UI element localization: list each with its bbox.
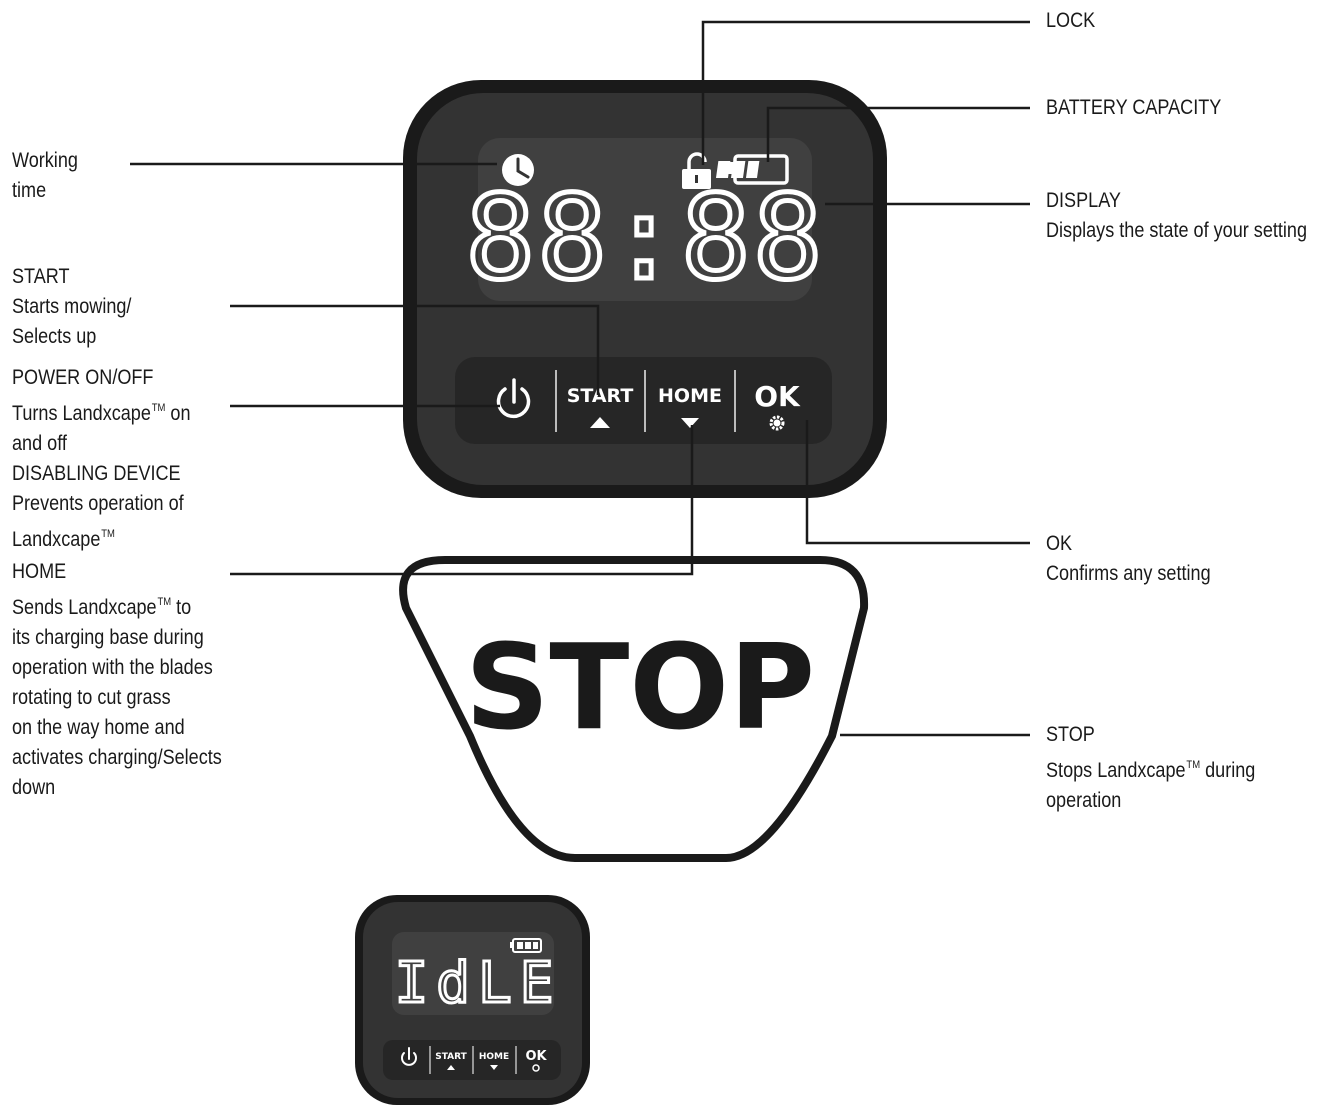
label-ok: OK Confirms any setting <box>1046 532 1211 585</box>
small-start-label: START <box>435 1052 467 1062</box>
stop-button: STOP <box>399 556 869 862</box>
leader-lock <box>701 20 1030 165</box>
label-start: START Starts mowing/ Selects up <box>12 265 132 348</box>
power-icon <box>496 378 531 419</box>
display-digits: 88:88 <box>465 171 824 306</box>
small-panel: IdLE START HOME OK <box>355 895 590 1105</box>
ok-button-label: OK <box>754 380 801 413</box>
leader-home <box>230 425 694 576</box>
small-home-label: HOME <box>479 1052 509 1062</box>
control-panel: 88:88 START HOME OK <box>403 80 887 498</box>
down-arrow-icon <box>681 418 699 428</box>
display-screen <box>478 138 812 301</box>
small-ok-label: OK <box>525 1049 547 1064</box>
label-working-time: Working time <box>12 149 78 202</box>
label-home: HOME Sends LandxcapeTM to its charging b… <box>12 560 222 799</box>
small-down-arrow-icon <box>490 1065 498 1070</box>
small-display-screen <box>392 932 554 1015</box>
home-button-label: HOME <box>658 385 722 407</box>
start-button-label: START <box>567 385 634 407</box>
label-power: POWER ON/OFF Turns LandxcapeTM on and of… <box>12 366 191 551</box>
leader-start <box>230 304 600 395</box>
label-lock: LOCK <box>1046 9 1096 32</box>
battery-icon <box>715 154 789 185</box>
small-gear-icon <box>532 1064 540 1072</box>
up-arrow-icon <box>590 417 610 428</box>
stop-button-label: STOP <box>465 618 815 756</box>
label-stop: STOP Stops LandxcapeTM during operation <box>1046 723 1256 812</box>
small-battery-icon <box>510 938 542 953</box>
leader-battery <box>766 106 1030 162</box>
leader-ok <box>805 420 1030 545</box>
clock-icon <box>502 154 534 186</box>
gear-icon <box>769 415 785 431</box>
small-up-arrow-icon <box>447 1065 455 1070</box>
label-battery: BATTERY CAPACITY <box>1046 96 1222 119</box>
button-bar <box>455 357 832 444</box>
lock-icon <box>682 152 711 189</box>
small-display-text: IdLE <box>395 951 562 1016</box>
label-display: DISPLAY Displays the state of your setti… <box>1046 189 1308 242</box>
small-power-icon <box>401 1047 417 1066</box>
